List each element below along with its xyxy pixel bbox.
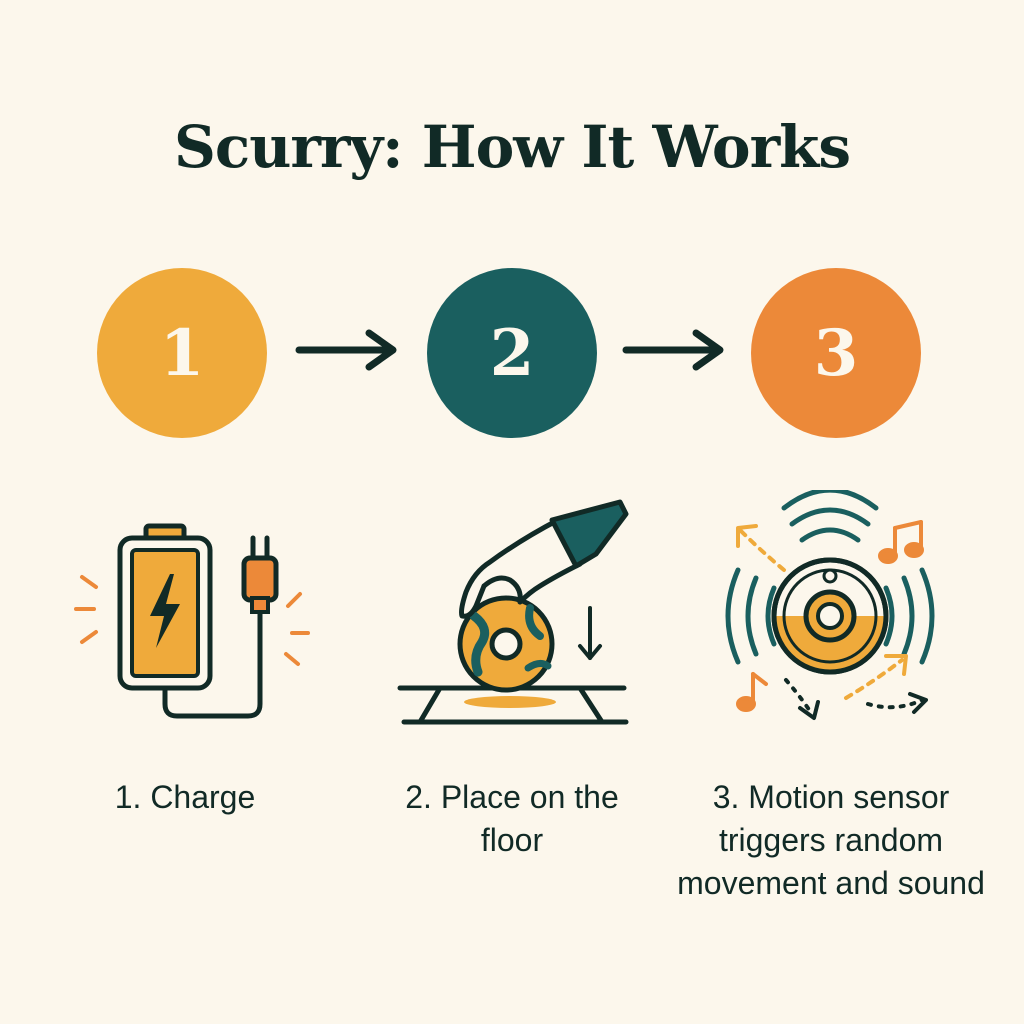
step-2-number: 2 [489,315,535,391]
step-1-circle: 1 [97,268,267,438]
step-1-number: 1 [159,315,205,391]
arrow-right-icon [622,329,724,371]
step-2-circle: 2 [427,268,597,438]
step-2-label: 2. Place on the floor [405,779,619,858]
motion-sound-device-icon [725,490,935,720]
battery-charging-icon [74,523,310,719]
step-3-circle: 3 [751,268,921,438]
hand-placing-device-icon [397,499,629,725]
page-title: Scurry: How It Works [174,113,851,181]
arrow-right-icon [295,329,397,371]
step-1-label: 1. Charge [114,779,256,815]
step-3-label: 3. Motion sensor triggers random movemen… [677,779,985,901]
step-3-number: 3 [813,315,859,391]
